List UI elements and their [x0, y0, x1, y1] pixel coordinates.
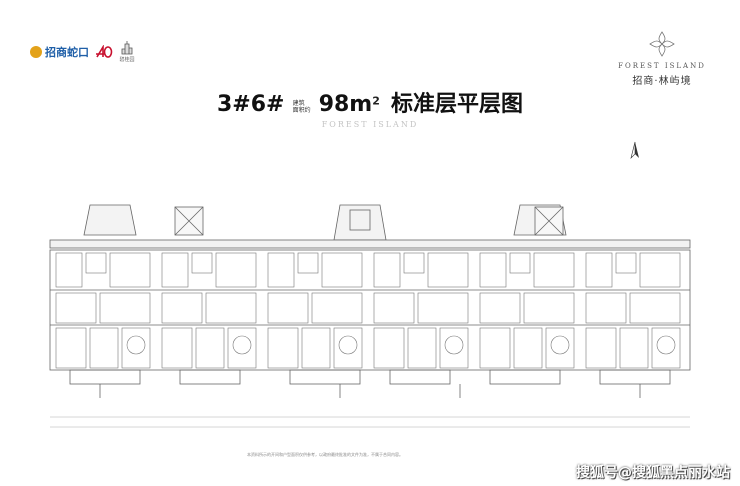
plan-room — [629, 292, 681, 324]
plan-room — [121, 327, 151, 369]
floor-area: 98m — [318, 92, 373, 117]
disclaimer-note: 本资料所示的开间和户型面积仅供参考，以政府最终批准的文件为准，不属于合同内容。 — [247, 452, 403, 457]
plan-room — [297, 252, 319, 274]
plan-room — [109, 252, 151, 288]
plan-room — [321, 252, 363, 288]
plan-room — [333, 327, 363, 369]
plan-room — [545, 327, 575, 369]
building-code: 3#6# — [217, 92, 285, 117]
page-title: 3#6# 建筑面积约 98m2 标准层平层图 — [0, 86, 740, 118]
cmk-logo-text: 招商蛇口 — [45, 45, 89, 59]
watermark: 搜狐号@搜狐黑点丽水站 — [576, 465, 730, 481]
plan-room — [89, 327, 119, 369]
plan-room — [513, 327, 543, 369]
plan-room — [161, 252, 189, 288]
plan-room — [585, 327, 617, 369]
plan-room — [373, 327, 405, 369]
plan-room — [439, 327, 469, 369]
plan-furniture — [126, 335, 146, 355]
plan-room — [533, 252, 575, 288]
plan-room — [403, 252, 425, 274]
plan-room — [301, 327, 331, 369]
tower-logo-text: 碧桂园 — [119, 57, 135, 63]
area-unit-sup: 2 — [372, 94, 380, 108]
brand-en-name: FOREST ISLAND — [618, 62, 706, 70]
plan-room — [417, 292, 469, 324]
area-caption-line2: 面积约 — [292, 106, 311, 114]
north-arrow-icon — [630, 141, 639, 159]
plan-room — [639, 252, 681, 288]
plan-room — [407, 327, 437, 369]
plan-furniture — [656, 335, 676, 355]
plan-room — [523, 292, 575, 324]
cmk-mark-icon — [30, 45, 42, 58]
plan-room — [55, 292, 97, 324]
anniversary-logo-icon — [96, 44, 113, 58]
plan-furniture — [444, 335, 464, 355]
plan-room — [55, 252, 83, 288]
plan-room — [651, 327, 681, 369]
plan-room — [195, 327, 225, 369]
brand-cn-name: 招商·林屿境 — [632, 76, 692, 87]
plan-room — [161, 327, 193, 369]
plan-room — [373, 252, 401, 288]
plan-room — [615, 252, 637, 274]
tower-logo-icon — [121, 41, 133, 55]
plan-name: 标准层平层图 — [390, 92, 523, 117]
area-caption-line1: 建筑 — [292, 99, 305, 107]
area-caption: 建筑面积约 — [293, 100, 311, 114]
plan-room — [311, 292, 363, 324]
plan-room — [191, 252, 213, 274]
plan-room — [585, 292, 627, 324]
plan-furniture — [232, 335, 252, 355]
forest-island-emblem-icon — [649, 31, 675, 57]
plan-room — [585, 252, 613, 288]
plan-room — [267, 327, 299, 369]
plan-room — [215, 252, 257, 288]
plan-room — [205, 292, 257, 324]
plan-room — [479, 252, 507, 288]
subtitle: FOREST ISLAND — [321, 120, 419, 129]
plan-room — [227, 327, 257, 369]
plan-room — [267, 252, 295, 288]
plan-room — [267, 292, 309, 324]
plan-room — [619, 327, 649, 369]
plan-room — [479, 327, 511, 369]
plan-room — [509, 252, 531, 274]
floor-plan-drawing — [49, 204, 691, 428]
project-brand: FOREST ISLAND 招商·林屿境 — [612, 30, 712, 87]
plan-room — [99, 292, 151, 324]
plan-furniture — [338, 335, 358, 355]
plan-room — [427, 252, 469, 288]
cmk-logo: 招商蛇口 — [30, 44, 89, 60]
tower-logo: 碧桂园 — [119, 40, 135, 63]
plan-room — [85, 252, 107, 274]
plan-room — [373, 292, 415, 324]
developer-logos: 招商蛇口 碧桂园 — [30, 40, 135, 63]
plan-room — [479, 292, 521, 324]
plan-furniture — [550, 335, 570, 355]
plan-room — [161, 292, 203, 324]
plan-room — [55, 327, 87, 369]
